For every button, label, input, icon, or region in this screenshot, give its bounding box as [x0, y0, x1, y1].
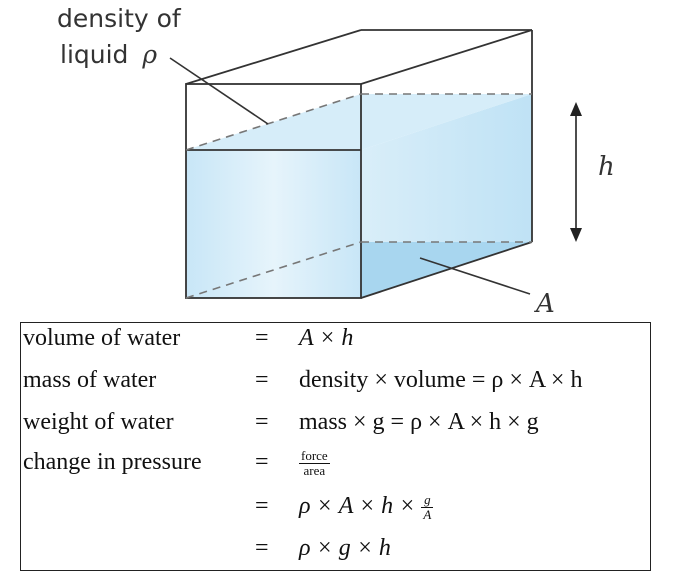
- equation-row-weight: weight of water = mass × g = ρ × A × h ×…: [21, 409, 650, 449]
- fraction-g-over-a: g A: [421, 493, 434, 522]
- tank-edges: [185, 29, 533, 299]
- equation-left: volume of water: [23, 325, 181, 351]
- equation-row-result: = ρ × g × h: [21, 535, 650, 575]
- equation-left: mass of water: [23, 367, 157, 393]
- equals-sign: =: [255, 535, 269, 561]
- fraction-denominator: A: [423, 507, 432, 522]
- fraction-force-area: force area: [299, 449, 330, 478]
- equals-sign: =: [255, 409, 269, 435]
- equals-sign: =: [255, 325, 269, 351]
- equation-row-pressure: change in pressure = force area: [21, 449, 650, 489]
- equation-row-volume: volume of water = A × h: [21, 325, 650, 365]
- hidden-edges: [185, 93, 532, 299]
- equals-sign: =: [255, 493, 269, 519]
- equation-right: A × h: [299, 325, 354, 351]
- water-front-face: [186, 150, 361, 298]
- equation-left: change in pressure: [23, 449, 202, 475]
- density-label-line2: liquid ρ: [60, 40, 157, 69]
- height-label: h: [598, 152, 615, 182]
- equation-row-substitution: = ρ × A × h × g A: [21, 493, 650, 533]
- density-label-line1: density of: [57, 4, 182, 33]
- fraction-numerator: force: [299, 448, 330, 464]
- equation-left: weight of water: [23, 409, 174, 435]
- water-surface: [186, 94, 532, 150]
- equals-sign: =: [255, 449, 269, 475]
- density-leader-line: [169, 57, 269, 125]
- equation-right: ρ × A × h × g A: [299, 493, 434, 522]
- equation-row-mass: mass of water = density × volume = ρ × A…: [21, 367, 650, 407]
- equations-box: volume of water = A × h mass of water = …: [20, 322, 651, 571]
- area-leader-line: [419, 257, 531, 295]
- equals-sign: =: [255, 367, 269, 393]
- equation-right: density × volume = ρ × A × h: [299, 367, 583, 393]
- fraction-numerator: g: [421, 493, 434, 508]
- height-arrow: [570, 102, 582, 242]
- equation-right: mass × g = ρ × A × h × g: [299, 409, 539, 435]
- area-label: A: [534, 289, 555, 319]
- equation-right: ρ × g × h: [299, 535, 391, 561]
- equation-right-text: ρ × A × h ×: [299, 493, 416, 520]
- fraction-denominator: area: [303, 463, 326, 478]
- equation-right: force area: [299, 449, 330, 478]
- tank-diagram: density of liquid ρ h A: [57, 4, 615, 319]
